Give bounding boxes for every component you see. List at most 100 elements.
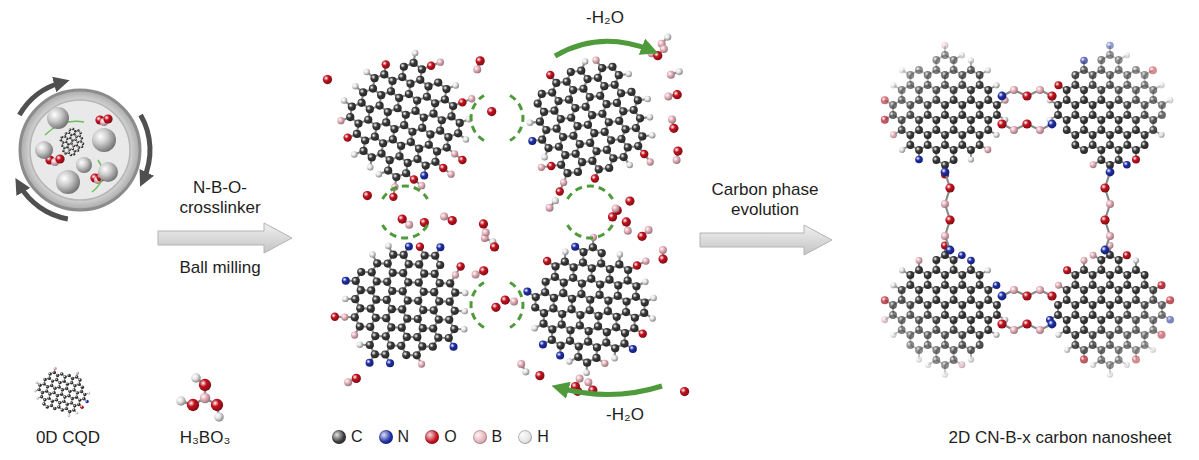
atom-sphere [527,120,533,126]
atom-sphere [55,154,64,163]
atom-sphere [590,129,598,137]
atom-sphere [70,134,73,137]
atom-sphere [1010,126,1018,134]
atom-sphere [406,80,414,88]
atom-sphere [487,107,496,116]
atom-sphere [395,94,403,102]
atom-sphere [548,336,556,344]
atom-sphere [1115,346,1123,354]
atom-sphere [429,343,437,351]
atom-sphere [950,316,958,324]
atom-sphere [1141,331,1149,339]
atom-sphere [664,34,671,41]
atom-sphere [608,63,616,71]
atom-sphere [605,118,613,126]
atom-sphere [680,387,689,396]
atom-sphere [80,140,83,143]
atom-sphere [899,147,905,153]
atom-sphere [906,311,914,319]
atom-sphere [634,142,642,150]
atom-sphere [1080,126,1088,134]
atom-sphere [1010,86,1018,94]
atom-sphere [993,82,999,88]
atom-sphere [398,73,406,81]
atom-sphere [1089,331,1097,339]
atom-sphere [950,66,958,74]
atom-sphere [932,66,940,74]
atom-sphere [578,158,586,166]
atom-sphere [357,286,365,294]
atom-sphere [1071,301,1079,309]
atom-sphere [423,93,431,101]
atom-sphere [1097,116,1105,124]
atom-sphere [584,121,592,129]
atom-sphere [1132,296,1140,304]
atom-sphere [1107,371,1113,377]
atom-sphere [436,243,444,251]
atom-sphere [548,325,556,333]
atom-sphere [1097,266,1105,274]
atom-sphere [1158,111,1166,119]
atom-sphere [583,369,589,375]
atom-sphere [451,150,458,157]
atom-sphere [615,260,623,268]
atom-sphere [561,258,569,266]
atom-sphere [596,291,604,299]
atom-sphere [535,371,544,380]
atom-sphere [445,316,453,324]
atom-sphere [434,334,442,342]
atom-sphere [609,154,617,162]
atom-sphere [77,129,80,132]
atom-sphere [357,268,365,276]
atom-sphere [1106,271,1114,279]
atom-sphere [1106,111,1114,119]
atom-sphere [589,243,597,251]
atom-sphere [66,138,69,141]
atom-sphere [70,142,73,145]
atom-sphere [560,279,568,287]
atom-sphere [352,277,360,285]
atom-sphere [606,265,614,273]
atom-sphere [563,169,571,177]
atom-sphere [1149,86,1157,94]
atom-sphere [472,271,480,279]
atom-sphere [552,79,560,87]
atom-sphere [592,57,599,64]
atom-sphere [75,135,78,138]
atom-sphere [369,251,375,257]
atom-sphere [538,136,546,144]
atom-sphere [932,116,940,124]
atom-sphere [1063,116,1071,124]
milling-ball [98,162,118,182]
atom-sphere [561,151,569,159]
atom-sphere [625,71,631,77]
atom-sphere [958,71,966,79]
atom-sphere [63,147,66,150]
atom-sphere [351,313,359,321]
atom-sphere [958,111,966,119]
atom-sphere [583,359,591,367]
atom-sphere [587,275,595,283]
atom-sphere [622,308,630,316]
atom-sphere [1106,141,1114,149]
atom-sphere [554,97,562,105]
atom-sphere [576,311,584,319]
atom-sphere [1089,281,1097,289]
atom-sphere [438,116,446,124]
atom-sphere [1071,131,1079,139]
atom-sphere [583,75,591,83]
atom-sphere [614,292,622,300]
atom-sphere [642,257,649,264]
atom-sphere [958,251,966,259]
atom-sphere [596,280,604,288]
atom-sphere [993,101,1001,109]
atom-sphere [941,200,949,208]
atom-sphere [1115,326,1123,334]
atom-sphere [323,75,332,84]
illustration-part [555,41,650,56]
atom-sphere [1106,361,1114,369]
atom-sphere [67,151,70,154]
atom-sphere [976,81,984,89]
atom-sphere [1123,251,1131,259]
atom-sphere [400,251,408,259]
